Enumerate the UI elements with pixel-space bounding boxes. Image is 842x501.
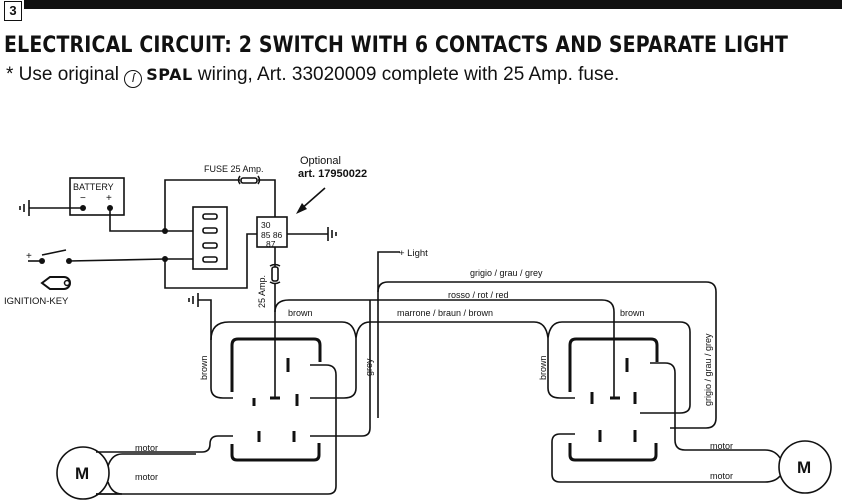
wire-segment — [551, 433, 765, 483]
page-title: ELECTRICAL CIRCUIT: 2 SWITCH WITH 6 CONT… — [4, 33, 789, 58]
fuse-top-label: FUSE 25 Amp. — [204, 164, 264, 174]
note-prefix: * Use original — [6, 64, 119, 85]
ignition-key-icon — [40, 276, 71, 290]
motor-1-label: M — [75, 464, 89, 483]
wire-segment — [164, 233, 257, 289]
wire-segment — [568, 337, 659, 392]
wire-segment — [96, 364, 337, 495]
wire-label-brown-left: brown — [288, 308, 313, 318]
wire-segment — [164, 179, 215, 231]
wire-segment — [310, 300, 371, 437]
wire-segment — [39, 258, 45, 264]
wire-segment — [764, 475, 781, 483]
wire-segment — [230, 443, 321, 462]
relay-pin-87: 87 — [266, 239, 276, 249]
wire-segment — [547, 338, 575, 399]
light-label: + Light — [399, 248, 428, 259]
wire-segment — [296, 203, 307, 214]
wire-label-motor-2b: motor — [710, 471, 733, 481]
wire-segment — [568, 443, 658, 462]
arrow-icon — [296, 187, 326, 214]
wire-segment — [109, 208, 165, 232]
wire-label-motor-1b: motor — [135, 472, 158, 482]
wire-segment — [377, 251, 400, 418]
wire-label-red-multi: rosso / rot / red — [448, 290, 509, 300]
relay-pin-30: 30 — [261, 220, 271, 230]
wire-segment — [192, 206, 228, 270]
battery-label: BATTERY — [73, 182, 114, 192]
wire-segment — [271, 266, 279, 282]
wire-label-brown-right: brown — [620, 308, 645, 318]
fuse-side-label: 25 Amp. — [257, 275, 267, 308]
wire-segment — [202, 227, 218, 234]
motor-1: M motor motor — [56, 443, 196, 500]
wire-segment — [96, 481, 123, 495]
wire-label-brown-vertical-right: brown — [538, 355, 548, 380]
ignition-switch: + — [26, 249, 166, 264]
wire-label-grey-multi: grigio / grau / grey — [470, 268, 543, 278]
battery: BATTERY − + — [69, 177, 125, 216]
ignition-key-label: IGNITION-KEY — [4, 296, 69, 307]
wire-label-grey-vertical-multi: grigio / grau / grey — [703, 333, 713, 406]
wire-segment — [63, 279, 71, 287]
wire-segment — [764, 449, 781, 459]
note-suffix: wiring, Art. 33020009 complete with 25 A… — [197, 64, 620, 85]
relay-art-label: art. 17950022 — [298, 168, 367, 180]
spal-logo-icon: ſ — [124, 70, 143, 88]
brand-name: SPAL — [146, 65, 193, 84]
wire-label-motor-1a: motor — [135, 443, 158, 453]
wire-segment — [68, 258, 166, 262]
ground-icon — [188, 293, 212, 340]
relay-pin-85-86: 85 86 — [261, 230, 283, 240]
wire-segment — [202, 213, 218, 263]
wire-segment — [310, 338, 357, 399]
wire-segment — [107, 453, 196, 467]
wire-label-grey-vertical: grey — [364, 358, 374, 376]
wire-segment — [256, 216, 288, 248]
switch-2 — [547, 337, 765, 483]
wire-segment — [210, 321, 691, 414]
wire-segment — [96, 435, 233, 453]
wire-segment — [778, 440, 832, 494]
wire-segment — [69, 177, 125, 216]
motor-2: M motor motor — [710, 440, 832, 494]
wire-label-motor-2a: motor — [710, 441, 733, 451]
light-terminal: + Light — [399, 248, 428, 259]
header-bar — [24, 0, 842, 9]
relay: 30 85 86 87 — [256, 216, 288, 249]
battery-minus: − — [80, 193, 86, 204]
wire-segment — [40, 276, 71, 290]
wire-label-brown-multi: marrone / braun / brown — [397, 308, 493, 318]
switch-1 — [96, 300, 371, 495]
relay-optional-label: Optional — [300, 155, 341, 167]
motor-2-label: M — [797, 458, 811, 477]
wire-segment — [230, 337, 322, 392]
fuse-25a-side — [269, 263, 281, 285]
wire-label-brown-vertical-left: brown — [199, 355, 209, 380]
wire-segment — [258, 179, 276, 217]
wire-segment — [202, 256, 218, 263]
wire-segment — [210, 340, 233, 399]
wire-segment — [56, 446, 110, 500]
fuse-25a-top: FUSE 25 Amp. — [204, 164, 264, 185]
ground-icon — [19, 200, 83, 216]
wire-segment — [650, 362, 765, 451]
wire-segment — [198, 299, 212, 340]
fuse-box — [192, 206, 228, 270]
wire-segment — [377, 281, 717, 429]
wire-segment — [202, 242, 218, 249]
wire-segment — [202, 213, 218, 220]
ground-icon — [327, 227, 337, 241]
wire-segment — [274, 299, 615, 398]
ignition-plus: + — [26, 251, 32, 262]
battery-plus: + — [106, 193, 112, 204]
wire-segment — [240, 177, 258, 184]
wire-segment — [41, 249, 67, 256]
page-number: 3 — [4, 1, 22, 21]
